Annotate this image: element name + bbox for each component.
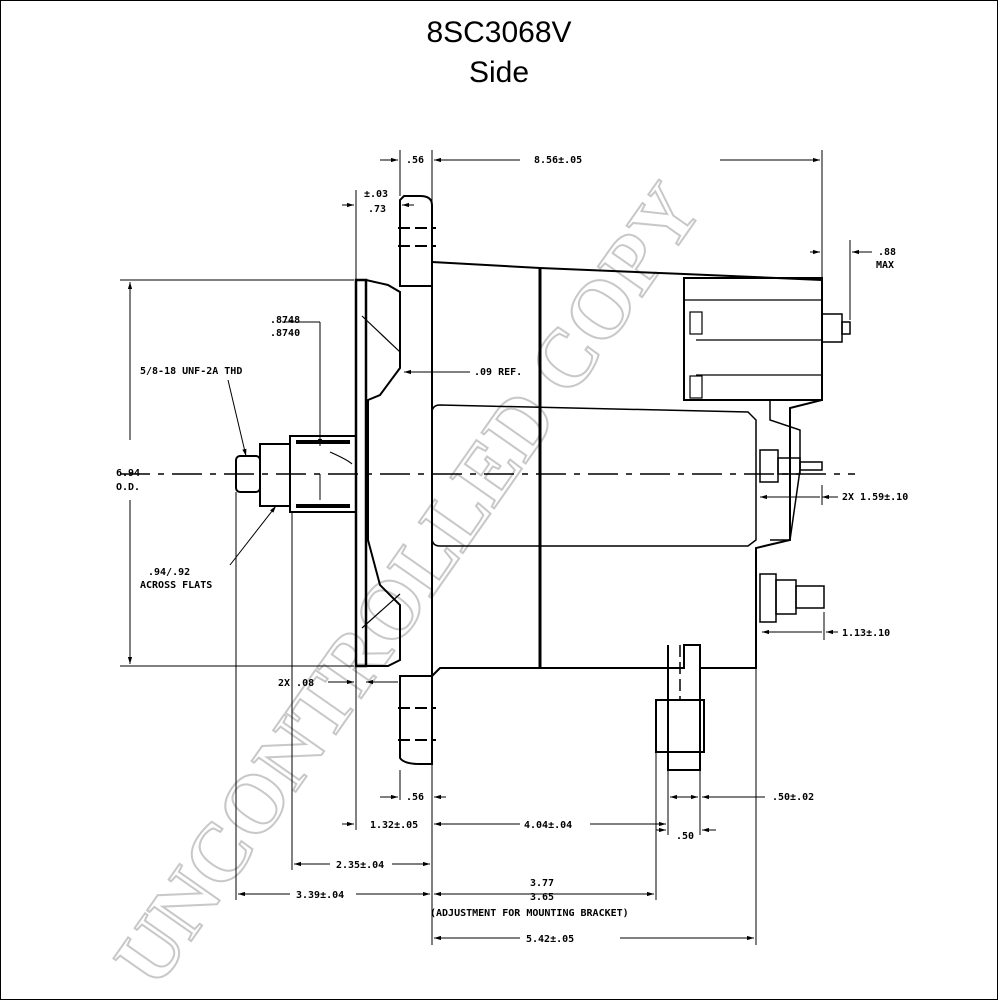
dim-542: 5.42±.05 xyxy=(526,934,574,945)
dim-8748: .8748 xyxy=(270,315,300,326)
dimension-labels: .56 8.56±.05 ±.03 .73 .88 MAX .8748 .874… xyxy=(116,155,908,945)
dim-tol-03: ±.03 xyxy=(364,189,388,200)
dim-max: MAX xyxy=(876,260,894,271)
dim-56-bottom: .56 xyxy=(406,792,424,803)
bracket-bushing xyxy=(655,699,705,753)
model-title: 8SC3068V xyxy=(426,16,572,49)
mounting-ear-bottom xyxy=(399,675,433,765)
dim-2x-159: 2X 1.59±.10 xyxy=(842,492,908,503)
dim-od: O.D. xyxy=(116,482,140,493)
dim-88: .88 xyxy=(878,247,896,258)
rear-bracket xyxy=(667,645,701,771)
terminal-stud xyxy=(759,449,779,483)
adjustment-note: (ADJUSTMENT FOR MOUNTING BRACKET) xyxy=(430,908,629,919)
dim-8740: .8740 xyxy=(270,328,300,339)
dim-50-02: .50±.02 xyxy=(772,792,814,803)
alternator-body xyxy=(235,195,851,771)
dim-50: .50 xyxy=(676,831,694,842)
case-window xyxy=(431,404,757,547)
dim-73: .73 xyxy=(368,204,386,215)
mounting-ear-top xyxy=(399,195,433,287)
fan-blade xyxy=(361,315,401,353)
pulley-nut xyxy=(259,443,291,507)
dim-09-ref: .09 REF. xyxy=(474,367,522,378)
dim-365: 3.65 xyxy=(530,892,554,903)
dim-56-top: .56 xyxy=(406,155,424,166)
dimension-lines xyxy=(120,150,872,945)
fan-blade xyxy=(361,593,401,629)
connector-plug xyxy=(821,313,843,343)
dim-94-92: .94/.92 xyxy=(148,567,190,578)
dim-404: 4.04±.04 xyxy=(524,820,572,831)
dim-339: 3.39±.04 xyxy=(296,890,344,901)
dim-132: 1.32±.05 xyxy=(370,820,418,831)
across-flats-label: ACROSS FLATS xyxy=(140,580,212,591)
dim-113: 1.13±.10 xyxy=(842,628,890,639)
main-case xyxy=(431,261,823,677)
regulator-housing xyxy=(683,277,823,401)
battery-terminal xyxy=(759,573,777,623)
dim-856: 8.56±.05 xyxy=(534,155,582,166)
view-title: Side xyxy=(468,56,530,89)
dim-2x-08: 2X .08 xyxy=(278,678,314,689)
regulator-screw xyxy=(689,311,703,335)
thread-callout: 5/8-18 UNF-2A THD xyxy=(140,366,242,377)
dim-694: 6.94 xyxy=(116,468,140,479)
regulator-screw xyxy=(689,375,703,399)
dim-235: 2.35±.04 xyxy=(336,860,384,871)
front-housing xyxy=(365,279,401,667)
dim-377: 3.77 xyxy=(530,878,554,889)
